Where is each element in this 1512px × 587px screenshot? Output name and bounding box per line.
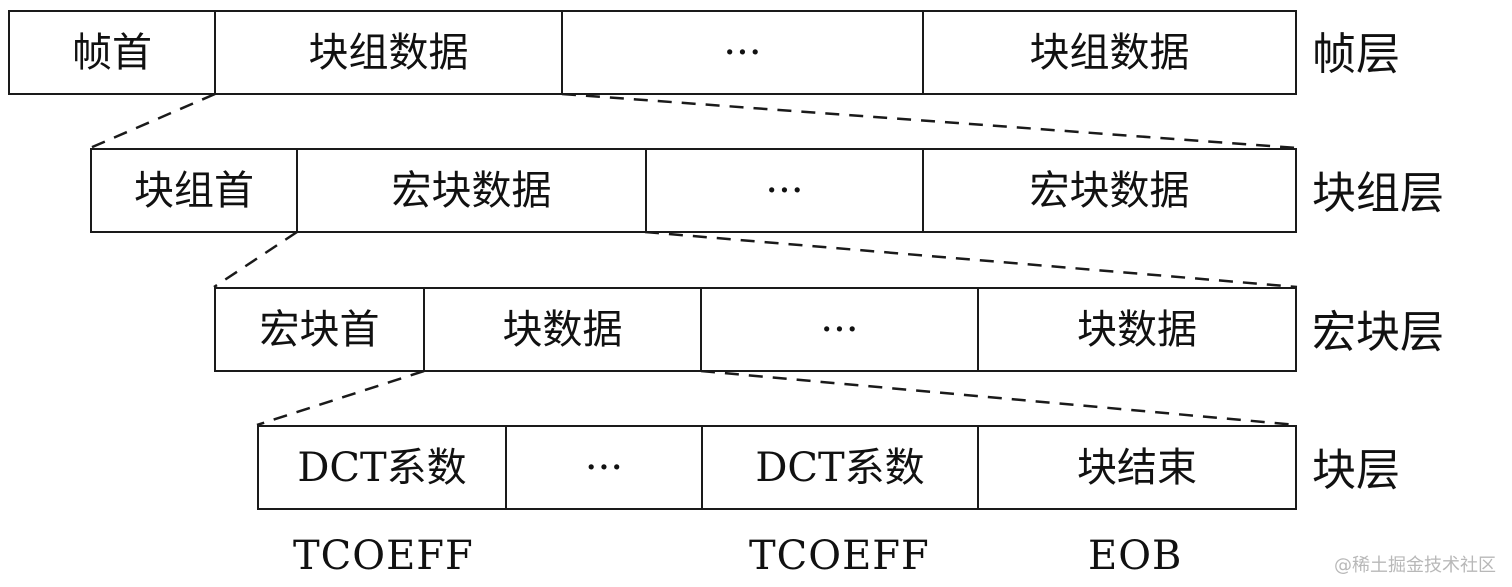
- ellipsis-cell: ···: [702, 289, 979, 370]
- block-layer-label: 块层: [1312, 445, 1400, 496]
- block-layer-row: DCT系数 ··· DCT系数 块结束: [257, 425, 1297, 510]
- gob-layer-row: 块组首 宏块数据 ··· 宏块数据: [90, 148, 1297, 233]
- block-data-cell: 块数据: [425, 289, 702, 370]
- connector-frame-gob-left: [89, 92, 216, 150]
- macroblock-layer-label: 宏块层: [1312, 307, 1444, 358]
- gob-data-cell: 块组数据: [1029, 29, 1190, 76]
- watermark: @稀土掘金技术社区: [1334, 555, 1496, 576]
- frame-layer-label: 帧层: [1312, 29, 1400, 80]
- gob-header-cell: 块组首: [92, 150, 298, 231]
- ellipsis-cell: ···: [647, 150, 924, 231]
- connector-gob-mb-left: [213, 230, 298, 289]
- dct-coefficient-cell: DCT系数: [259, 427, 507, 508]
- frame-layer-row: 帧首 块组数据 ··· 块组数据: [8, 10, 1297, 95]
- dct-coefficient-cell: DCT系数: [703, 427, 979, 508]
- tcoeff-code-label: TCOEFF: [749, 533, 930, 579]
- macroblock-layer-row: 宏块首 块数据 ··· 块数据: [214, 287, 1297, 372]
- macroblock-header-cell: 宏块首: [216, 289, 425, 370]
- macroblock-data-cell: 宏块数据: [1029, 167, 1190, 214]
- end-of-block-cell: 块结束: [1077, 444, 1197, 491]
- macroblock-data-cell: 宏块数据: [298, 150, 647, 231]
- connector-mb-block-left: [256, 369, 425, 427]
- connector-frame-gob-right: [561, 92, 1298, 150]
- connector-mb-block-right: [700, 369, 1298, 427]
- connector-gob-mb-right: [644, 230, 1298, 289]
- block-data-cell: 块数据: [1077, 306, 1197, 353]
- eob-code-label: EOB: [1088, 533, 1183, 579]
- gob-data-cell: 块组数据: [216, 12, 563, 93]
- tcoeff-code-label: TCOEFF: [293, 533, 474, 579]
- ellipsis-cell: ···: [507, 427, 703, 508]
- frame-header-cell: 帧首: [10, 12, 216, 93]
- gob-layer-label: 块组层: [1312, 168, 1444, 219]
- ellipsis-cell: ···: [563, 12, 924, 93]
